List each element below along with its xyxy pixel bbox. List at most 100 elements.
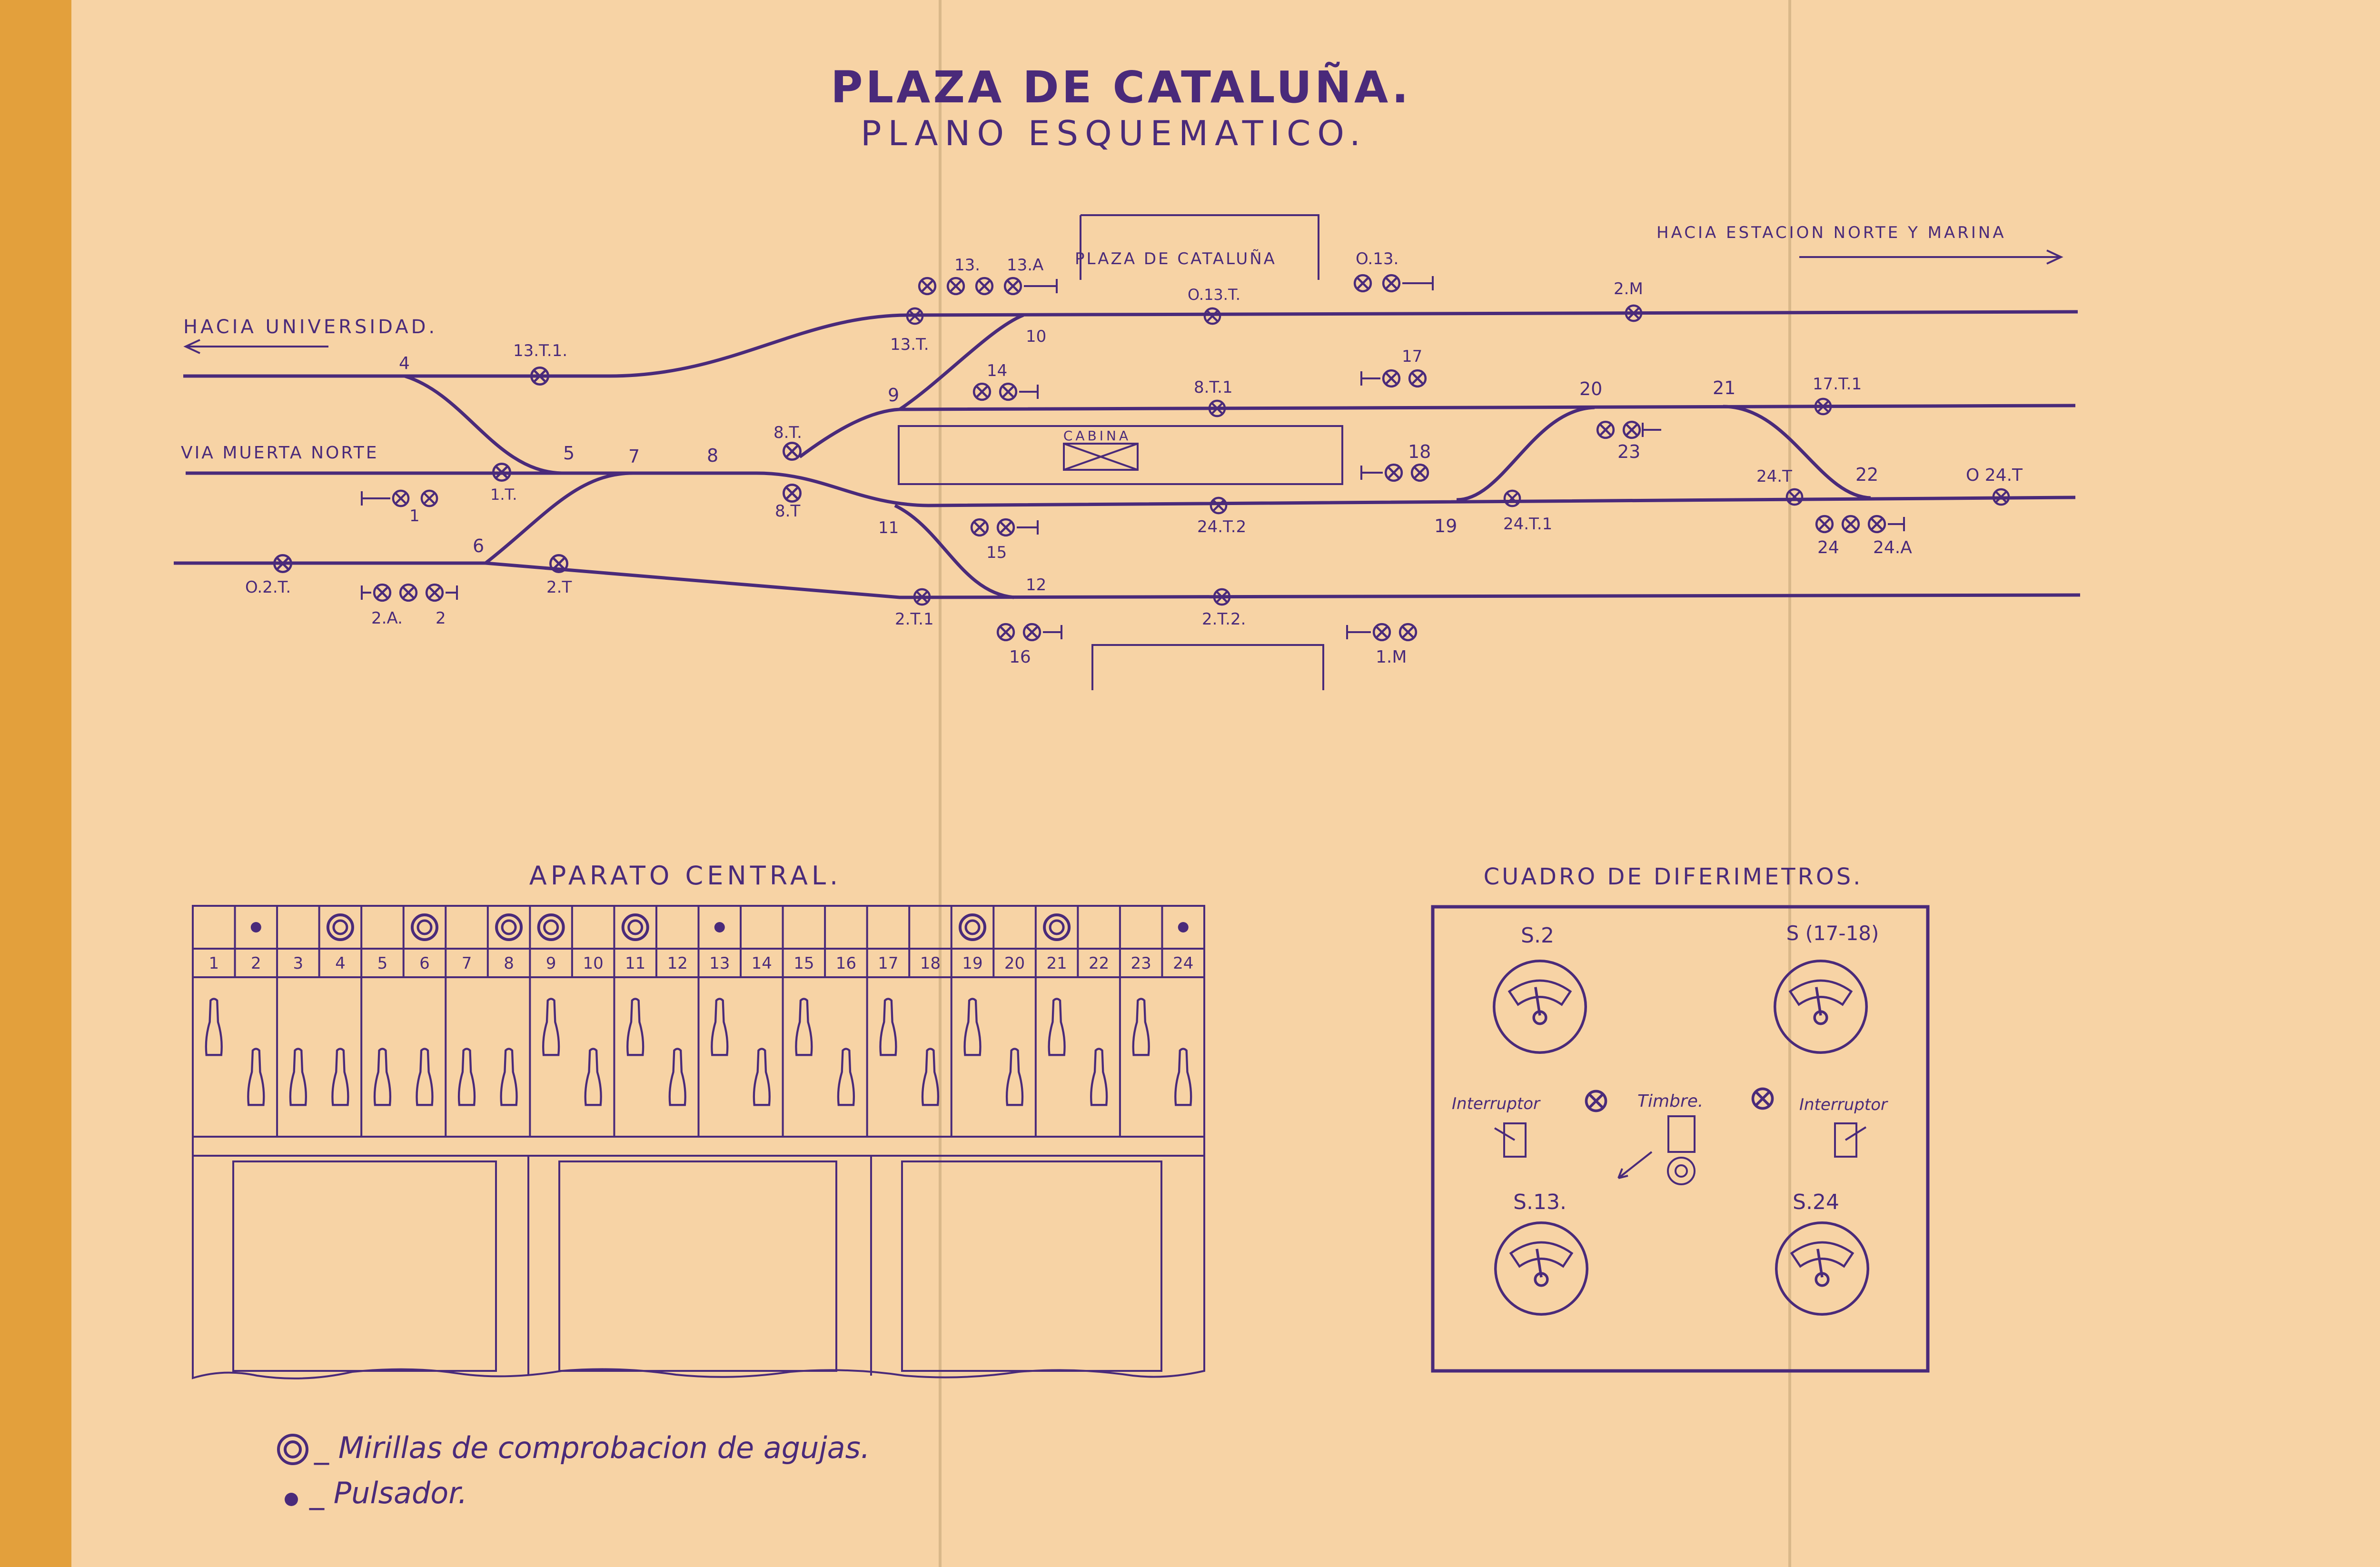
aparato-number: 14 [752,954,772,973]
timbre-bell-icon [1667,1115,1696,1153]
track-label-8t-lower: 8.T [775,502,800,521]
mirilla-icon [495,913,523,941]
track-label-13: 13. [954,256,980,275]
track-label-8t1: 8.T.1 [1194,378,1233,397]
track-label-14: 14 [987,361,1007,380]
track-label-o13t: O.13.T. [1188,286,1240,304]
track-label-2m: 2.M [1614,279,1643,298]
track-label-17: 17 [1402,347,1422,366]
aparato-number: 15 [793,954,814,973]
track-label-4: 4 [399,354,410,373]
signal-post [361,491,390,506]
aparato-number: 19 [962,954,982,973]
pulsador-icon[interactable] [250,922,261,932]
signal-post [1402,276,1434,290]
pulsador-icon [285,1493,298,1506]
track-upper-main [183,310,2078,378]
signal-post [1888,517,1905,531]
signals [274,275,2009,640]
track-label-2t2: 2.T.2. [1202,610,1246,629]
interruptor-left-switch-icon [1503,1122,1527,1158]
track-label-13a: 13.A [1007,256,1043,275]
track-label-10: 10 [1026,327,1046,346]
timbre-pointer-icon [1617,1151,1653,1179]
track-label-17t1: 17.T.1 [1813,375,1862,394]
aparato-number: 12 [667,954,688,973]
track-label-1: 1 [409,506,420,526]
mirilla-inner-icon [501,919,517,935]
cabina-panel [1063,443,1139,471]
plaza-box-label: PLAZA DE CATALUÑA [1075,249,1277,268]
aparato-number: 17 [878,954,898,973]
mirilla-icon [1043,913,1071,941]
track-label-15: 15 [986,543,1007,562]
aparato-number: 20 [1004,954,1025,973]
plan-subtitle: PLANO ESQUEMATICO. [861,113,1367,153]
plan-title: PLAZA DE CATALUÑA. [831,61,1411,113]
pulsador-icon[interactable] [1178,922,1189,932]
pulsador-icon[interactable] [714,922,725,932]
track-label-13t1: 13.T.1. [513,341,567,360]
track-lower-main [186,471,2076,507]
mirilla-inner-icon [416,919,433,935]
signal-post [1360,466,1383,480]
aparato-number: 10 [583,954,604,973]
aparato-number: 24 [1173,954,1193,973]
aparato-number: 18 [920,954,941,973]
track-label-19: 19 [1434,516,1457,536]
direction-right-label: HACIA ESTACION NORTE Y MARINA [1656,223,2006,242]
track-third [174,561,2081,599]
track-label-22: 22 [1855,464,1878,485]
mirilla-icon [410,913,438,941]
track-label-2a: 2.A. [371,609,403,628]
cabinet-panel [901,1160,1162,1372]
track-label-13t: 13.T. [890,335,929,354]
signal-post [361,585,458,600]
cabina-label: CABINA [1063,428,1131,444]
platform-box [1091,644,1324,690]
signal-post [1642,423,1661,437]
interruptor-right-label: Interruptor [1799,1095,1888,1114]
signal-post [1019,385,1039,399]
aparato-number: 22 [1089,954,1109,973]
arrow-left-head [183,339,200,354]
track-label-o24t: O 24.T [1966,466,2023,485]
mirilla-icon [326,913,354,941]
track-label-9: 9 [888,385,899,406]
track-label-1m: 1.M [1376,647,1407,667]
track-label-o13: O.13. [1356,249,1398,268]
mirilla-icon [537,913,565,941]
plaza-box [1080,214,1319,280]
track-label-7: 7 [628,446,640,467]
legend-pulsador-text: _ Pulsador. [309,1476,467,1510]
aparato-number: 1 [208,954,219,973]
aparato-number: 21 [1046,954,1067,973]
interruptor-right-switch-icon [1834,1122,1857,1158]
direction-left-label: HACIA UNIVERSIDAD. [183,316,437,338]
mirilla-inner-icon [627,919,644,935]
track-label-20: 20 [1579,378,1602,399]
aparato-number: 16 [836,954,856,973]
cabinet-panel [232,1160,497,1372]
track-label-2: 2 [436,609,446,628]
track-label-24a: 24.A [1873,538,1912,557]
crossover-4-5 [404,374,562,475]
track-label-5: 5 [563,443,575,464]
crossover-11-12 [894,504,1014,599]
aparato-number: 7 [462,954,472,973]
track-label-2t1: 2.T.1 [895,610,934,629]
legend: _ Mirillas de comprobacion de agujas. _ … [277,1430,870,1510]
track-middle [798,404,2076,458]
track-label-18: 18 [1408,441,1431,462]
track-label-24: 24 [1817,538,1839,557]
track-label-24t1: 24.T.1 [1503,515,1552,534]
aparato-number: 3 [293,954,304,973]
cuadro-title: CUADRO DE DIFERIMETROS. [1484,863,1863,890]
track-label-1t: 1.T. [490,486,517,504]
legend-mirillas-text: _ Mirillas de comprobacion de agujas. [314,1430,870,1465]
track-label-8t-upper: 8.T. [774,423,802,442]
cuadro-frame [1431,905,1930,1373]
aparato-indicators [250,913,1189,941]
interruptor-left-lever-icon [1494,1127,1516,1141]
